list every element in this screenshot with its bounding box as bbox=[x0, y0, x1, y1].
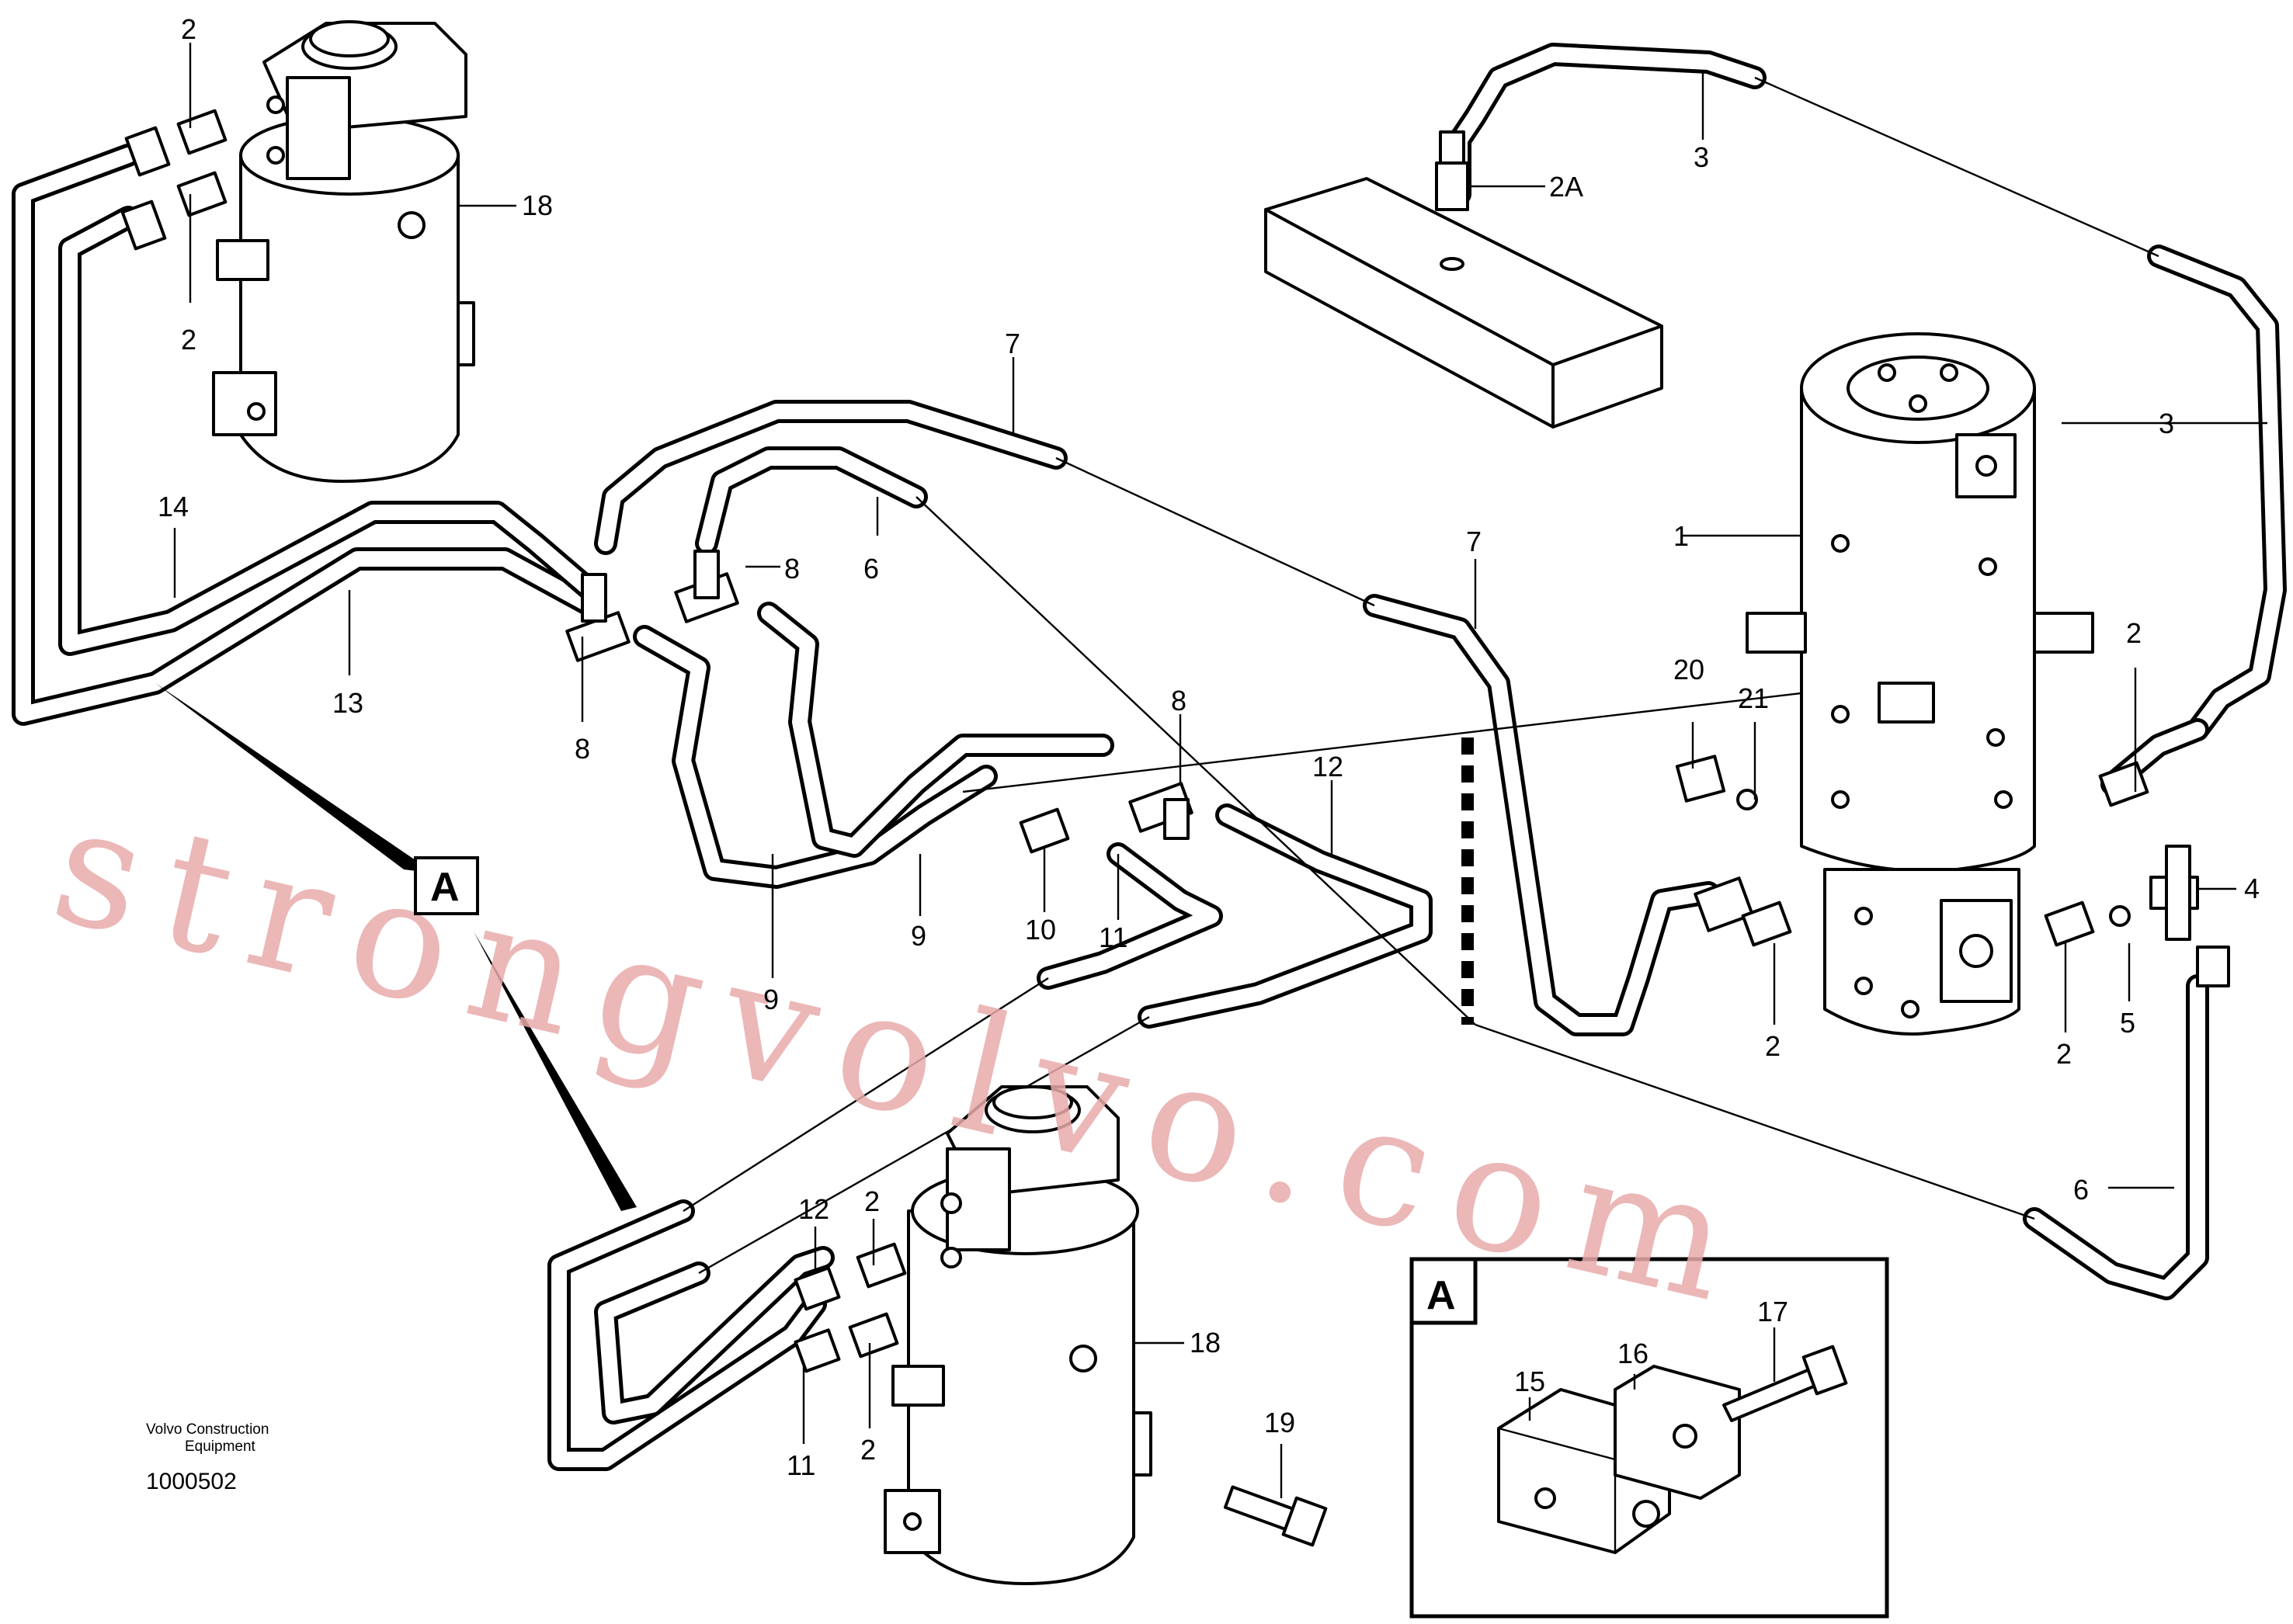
label-9-right: 9 bbox=[911, 920, 926, 952]
credit-line-1: Volvo Construction bbox=[146, 1421, 269, 1438]
label-16: 16 bbox=[1617, 1338, 1649, 1369]
label-6-lower: 6 bbox=[2073, 1174, 2089, 1206]
detail-a-tag: A bbox=[430, 865, 460, 910]
leader-lines bbox=[173, 43, 2267, 1498]
credit-block: Volvo Construction Equipment 1000502 bbox=[146, 1421, 269, 1494]
label-7-right: 7 bbox=[1466, 526, 1482, 557]
pipe-harness bbox=[12, 43, 2287, 1471]
bolt-19 bbox=[1223, 1485, 1328, 1547]
detail-a-panel bbox=[1409, 1257, 1889, 1619]
label-6-upper: 6 bbox=[863, 553, 879, 585]
label-13: 13 bbox=[332, 687, 363, 719]
upper-left-cylinder bbox=[212, 20, 475, 483]
label-15: 15 bbox=[1514, 1365, 1545, 1397]
label-2-lower-top: 2 bbox=[864, 1185, 880, 1217]
label-18-upper: 18 bbox=[522, 189, 553, 221]
label-8-middle: 8 bbox=[1171, 685, 1186, 717]
credit-line-2: Equipment bbox=[185, 1438, 256, 1455]
beam-block bbox=[1264, 130, 1663, 429]
detail-a-panel-tag: A bbox=[1426, 1273, 1456, 1318]
label-2a: 2A bbox=[1549, 171, 1583, 203]
label-20: 20 bbox=[1673, 654, 1704, 685]
label-2-upper-left: 2 bbox=[181, 324, 196, 356]
label-9-left: 9 bbox=[763, 984, 779, 1015]
label-12-lower: 12 bbox=[798, 1193, 829, 1225]
label-21: 21 bbox=[1738, 682, 1769, 714]
label-19: 19 bbox=[1264, 1407, 1295, 1438]
watermark: strongvolvo.com bbox=[38, 769, 1770, 1344]
label-2-top: 2 bbox=[181, 13, 196, 45]
label-3-right: 3 bbox=[2159, 408, 2174, 439]
detail-pointer bbox=[155, 683, 637, 1211]
label-2-swivel-right: 2 bbox=[2126, 617, 2142, 649]
label-8-left: 8 bbox=[575, 733, 590, 765]
label-12-middle: 12 bbox=[1312, 751, 1343, 783]
lower-cylinder bbox=[884, 1085, 1152, 1585]
label-7-upper: 7 bbox=[1005, 328, 1020, 359]
label-11-middle: 11 bbox=[1099, 921, 1127, 953]
label-18-lower: 18 bbox=[1190, 1327, 1221, 1359]
label-2-swivel-lower-left: 2 bbox=[1765, 1030, 1781, 1062]
swivel-fittings bbox=[1675, 755, 2230, 987]
upper-left-fittings bbox=[120, 109, 228, 251]
detail-a-callout: A bbox=[414, 856, 479, 915]
label-11-lower: 11 bbox=[787, 1449, 815, 1481]
label-1: 1 bbox=[1673, 520, 1689, 552]
part-labels: 2 2 18 14 13 8 7 6 8 7 1 3 2A 3 2 20 21 … bbox=[158, 13, 2260, 1481]
tee-fittings bbox=[565, 550, 1193, 854]
document-id: 1000502 bbox=[146, 1469, 237, 1494]
label-5: 5 bbox=[2120, 1007, 2135, 1039]
label-14: 14 bbox=[158, 491, 189, 522]
label-4: 4 bbox=[2244, 873, 2260, 904]
label-2-swivel-lower-right: 2 bbox=[2056, 1038, 2072, 1070]
swivel-coupling bbox=[1746, 332, 2094, 1036]
label-2-lower-bottom: 2 bbox=[860, 1434, 876, 1466]
label-8-top: 8 bbox=[784, 553, 800, 585]
lower-fittings bbox=[794, 1242, 907, 1373]
label-3-top: 3 bbox=[1694, 141, 1709, 173]
label-10: 10 bbox=[1025, 914, 1056, 946]
label-17: 17 bbox=[1757, 1296, 1788, 1327]
